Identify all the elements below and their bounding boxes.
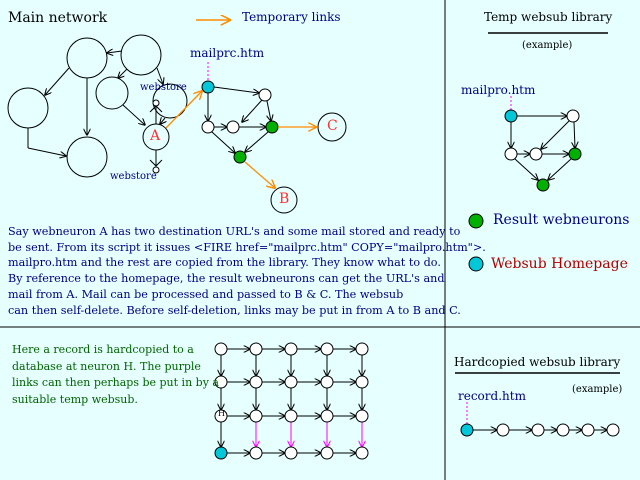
explanation-line: mailpro.htm and the rest are copied from… [8, 256, 441, 270]
record-label: record.htm [458, 389, 526, 403]
mailpro-label: mailpro.htm [461, 83, 536, 97]
mailprc-homepage-node [201, 80, 215, 94]
temp-library-title: Temp websub library [484, 10, 613, 24]
grid-node [320, 375, 334, 389]
websub-homepage-legend-dot [468, 256, 484, 272]
grid-node [214, 375, 228, 389]
grid-node [284, 409, 298, 423]
main-node-top-left [66, 37, 108, 79]
explanation-paragraph: Say webneuron A has two destination URL'… [8, 224, 486, 318]
hardcopied-example: (example) [572, 384, 623, 395]
grid-node [284, 342, 298, 356]
explanation-line: can then self-delete. Before self-deleti… [8, 303, 461, 317]
main-network-title: Main network [8, 10, 108, 26]
grid-node [355, 342, 369, 356]
grid-network [214, 342, 369, 460]
explanation-line: Say webneuron A has two destination URL'… [8, 225, 461, 238]
record-line: suitable temp websub. [12, 392, 138, 406]
main-node-left [7, 87, 49, 129]
record-line: Here a record is hardcopied to a [12, 343, 194, 356]
explanation-line: mail from A. Mail can be processed and p… [8, 287, 404, 301]
main-network-graph [7, 34, 188, 178]
node-a-label: A [150, 128, 161, 144]
record-paragraph: Here a record is hardcopied to a databas… [12, 342, 219, 408]
node-h [214, 409, 228, 423]
explanation-line: By reference to the homepage, the result… [8, 272, 445, 286]
main-node-center [95, 76, 129, 110]
grid-node [249, 409, 263, 423]
main-node-top-right [120, 34, 162, 76]
grid-node [355, 375, 369, 389]
hardcopied-chain [460, 402, 620, 437]
webstore-bottom-label: webstore [110, 171, 157, 182]
grid-node [214, 446, 228, 460]
explanation-line: be sent. From its script it issues <FIRE… [8, 240, 486, 254]
grid-node [249, 375, 263, 389]
node-c [317, 112, 347, 142]
websub-homepage-label: Websub Homepage [491, 256, 628, 272]
main-node-bottom [66, 136, 108, 178]
grid-node [284, 375, 298, 389]
grid-node [320, 342, 334, 356]
record-line: database at neuron H. The purple [12, 359, 201, 373]
grid-node [355, 409, 369, 423]
main-node-right [152, 83, 188, 119]
grid-node [249, 342, 263, 356]
temp-library-graph [504, 96, 582, 192]
webstore-top-label: webstore [140, 82, 187, 93]
grid-node [320, 409, 334, 423]
record-line: links can then perhaps be put in by a [12, 376, 219, 389]
grid-node [249, 446, 263, 460]
node-b-label: B [279, 191, 290, 207]
temporary-links-label: Temporary links [242, 10, 341, 24]
grid-node [320, 446, 334, 460]
grid-node [284, 446, 298, 460]
hardcopied-library-title: Hardcopied websub library [454, 355, 621, 369]
grid-node [355, 446, 369, 460]
temp-library-example: (example) [522, 40, 573, 51]
result-webneuron-legend-dot [468, 213, 484, 229]
grid-node [214, 342, 228, 356]
mailprc-label: mailprc.htm [190, 46, 265, 60]
node-c-label: C [327, 118, 338, 134]
temporary-links [165, 91, 316, 188]
result-webneurons-label: Result webneurons [493, 212, 630, 228]
temp-websub-graph [201, 62, 347, 214]
node-h-label: H [218, 409, 225, 418]
node-b [270, 186, 298, 214]
